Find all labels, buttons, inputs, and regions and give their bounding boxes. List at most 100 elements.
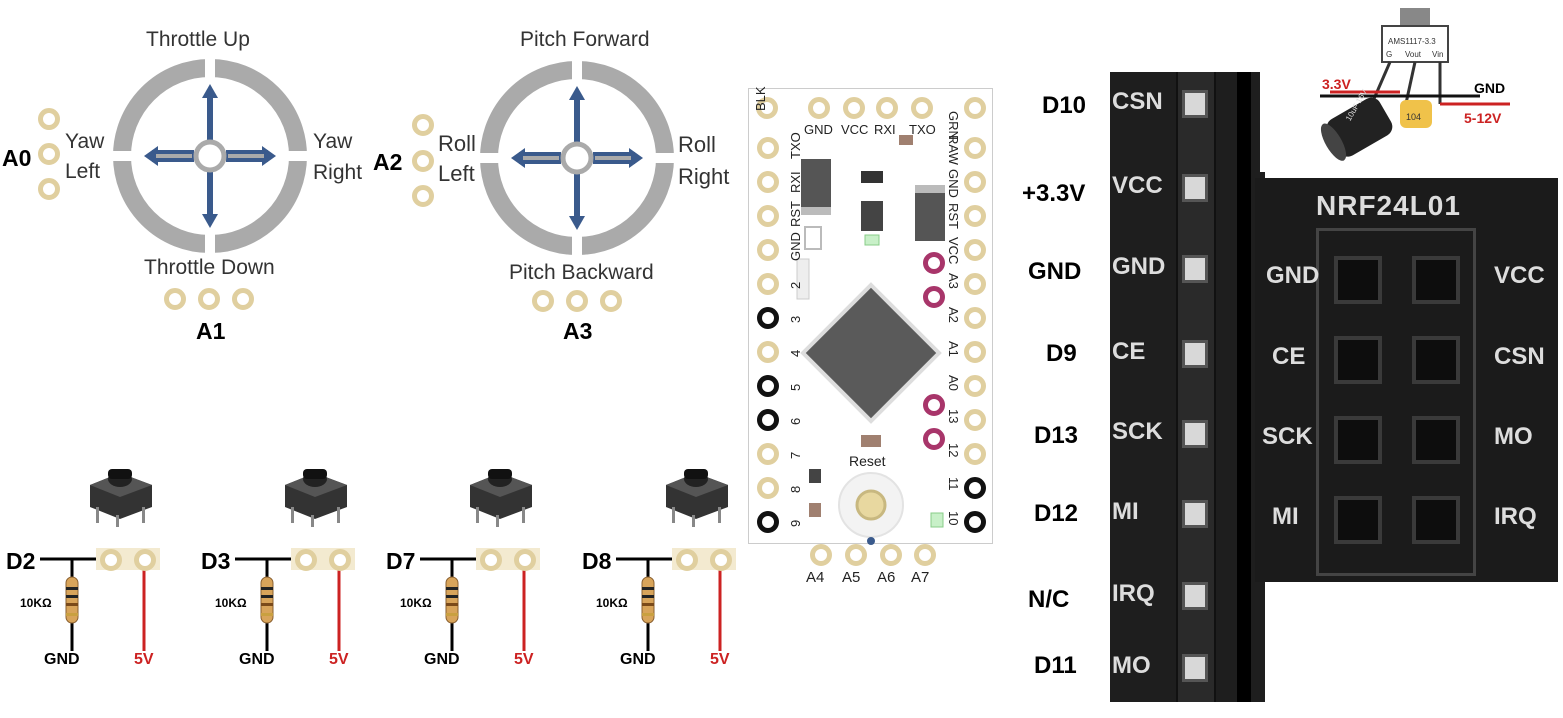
- a1-pad-1: [164, 288, 186, 310]
- label-right-rst: RST: [946, 203, 961, 229]
- tactile-switch-icon: [285, 469, 347, 527]
- yaw-right-label-1: Yaw: [313, 130, 353, 153]
- pin-blk: [756, 97, 778, 119]
- joystick-left-ring: [110, 56, 310, 256]
- label-pin-11: 11: [946, 477, 961, 491]
- a2-pad-2: [412, 150, 434, 172]
- socket-hole: [1334, 256, 1382, 304]
- pin-2: [757, 273, 779, 295]
- label-vcc-top: VCC: [841, 122, 869, 137]
- pin-a5: [845, 544, 867, 566]
- resistor-label: 10KΩ: [20, 596, 52, 610]
- yaw-right-label-2: Right: [313, 161, 363, 184]
- wire-label-d11: D11: [1034, 652, 1077, 679]
- vcc-label: 5V: [514, 651, 534, 668]
- pin-extra-a2: [923, 286, 945, 308]
- a0-pad-3: [38, 178, 60, 200]
- nrf-title: NRF24L01: [1316, 190, 1461, 221]
- label-left-txo: TXO: [788, 132, 803, 159]
- button-pin-label: D2: [6, 548, 36, 574]
- button-circuit: D8 10KΩ GND 5V: [576, 455, 746, 675]
- label-left-rxi: RXI: [788, 171, 803, 193]
- a3-pad-1: [532, 290, 554, 312]
- pin-left-rst: [757, 205, 779, 227]
- header-pin: [1182, 654, 1208, 682]
- label-pin-13: 13: [946, 409, 961, 424]
- resistor-label: 10KΩ: [400, 596, 432, 610]
- label-pin-2: 2: [788, 281, 803, 289]
- label-a5: A5: [842, 569, 861, 586]
- roll-left-label-2: Left: [438, 161, 475, 186]
- pin-right-rst: [964, 205, 986, 227]
- socket-hole: [1334, 416, 1382, 464]
- pin-7: [757, 443, 779, 465]
- pin-a0: [964, 375, 986, 397]
- gnd-label: GND: [44, 651, 80, 668]
- label-pin-5: 5: [788, 383, 803, 391]
- joystick-right-ring: [477, 58, 677, 258]
- label-a6: A6: [877, 569, 896, 586]
- module-label-gnd: GND: [1266, 262, 1320, 289]
- header-pin: [1182, 90, 1208, 118]
- nrf24l01-module: [1255, 178, 1558, 582]
- regulator-graphic: [1320, 8, 1510, 161]
- label-rxi-top: RXI: [874, 122, 896, 137]
- wire-label-d10: D10: [1042, 92, 1087, 119]
- pin-txo-top: [911, 97, 933, 119]
- label-pin-6: 6: [788, 417, 803, 425]
- button-circuit: D7 10KΩ GND 5V: [380, 455, 550, 675]
- regulator-pin-vin: Vin: [1432, 50, 1444, 59]
- label-pin-12: 12: [946, 443, 961, 458]
- header-label-csn: CSN: [1112, 88, 1163, 115]
- vcc-label: 5V: [329, 651, 349, 668]
- wire-label-d9: D9: [1046, 340, 1077, 367]
- arduino-pro-mini-board: BLK GND VCC RXI TXO GRN TXO RXI RST GND …: [748, 86, 993, 545]
- yaw-left-label-1: Yaw: [65, 130, 105, 153]
- socket-hole: [1412, 416, 1460, 464]
- pin-a4: [810, 544, 832, 566]
- roll-right-label-1: Roll: [678, 132, 716, 157]
- socket-hole: [1334, 336, 1382, 384]
- pin-extra-a3: [923, 252, 945, 274]
- pin-9: [757, 511, 779, 533]
- pin-a3: [964, 273, 986, 295]
- label-raw: RAW: [946, 135, 961, 165]
- regulator-33v-label: 3.3V: [1322, 76, 1351, 92]
- pin-right-vcc: [964, 239, 986, 261]
- pin-gnd-top: [808, 97, 830, 119]
- header-pin: [1182, 582, 1208, 610]
- button-pad-2: [514, 549, 536, 571]
- header-pin: [1182, 500, 1208, 528]
- module-label-sck: SCK: [1262, 423, 1313, 450]
- label-a3: A3: [946, 273, 961, 289]
- gnd-label: GND: [620, 651, 656, 668]
- vcc-label: 5V: [134, 651, 154, 668]
- button-pin-label: D3: [201, 548, 231, 574]
- label-pin-4: 4: [788, 349, 803, 357]
- wire-label-nc: N/C: [1028, 586, 1070, 613]
- button-pin-label: D8: [582, 548, 612, 574]
- a0-pad-1: [38, 108, 60, 130]
- label-pin-8: 8: [788, 485, 803, 493]
- roll-right-label-2: Right: [678, 164, 730, 189]
- pin-rxi-top: [876, 97, 898, 119]
- socket-hole: [1334, 496, 1382, 544]
- label-left-rst: RST: [788, 201, 803, 227]
- pin-a6: [880, 544, 902, 566]
- a0-pad-2: [38, 143, 60, 165]
- pin-a1-label: A1: [196, 318, 226, 344]
- label-a7: A7: [911, 569, 930, 586]
- header-pin: [1182, 420, 1208, 448]
- a2-pad-1: [412, 114, 434, 136]
- pin-a2: [964, 307, 986, 329]
- label-a1: A1: [946, 341, 961, 357]
- a3-pad-2: [566, 290, 588, 312]
- pin-13: [964, 409, 986, 431]
- pin-left-gnd: [757, 239, 779, 261]
- arduino-board-graphic: [796, 135, 945, 545]
- header-label-mo: MO: [1112, 652, 1151, 679]
- header-shadow: [1237, 72, 1251, 702]
- pin-vcc-top: [843, 97, 865, 119]
- button-pad-1: [295, 549, 317, 571]
- pin-5: [757, 375, 779, 397]
